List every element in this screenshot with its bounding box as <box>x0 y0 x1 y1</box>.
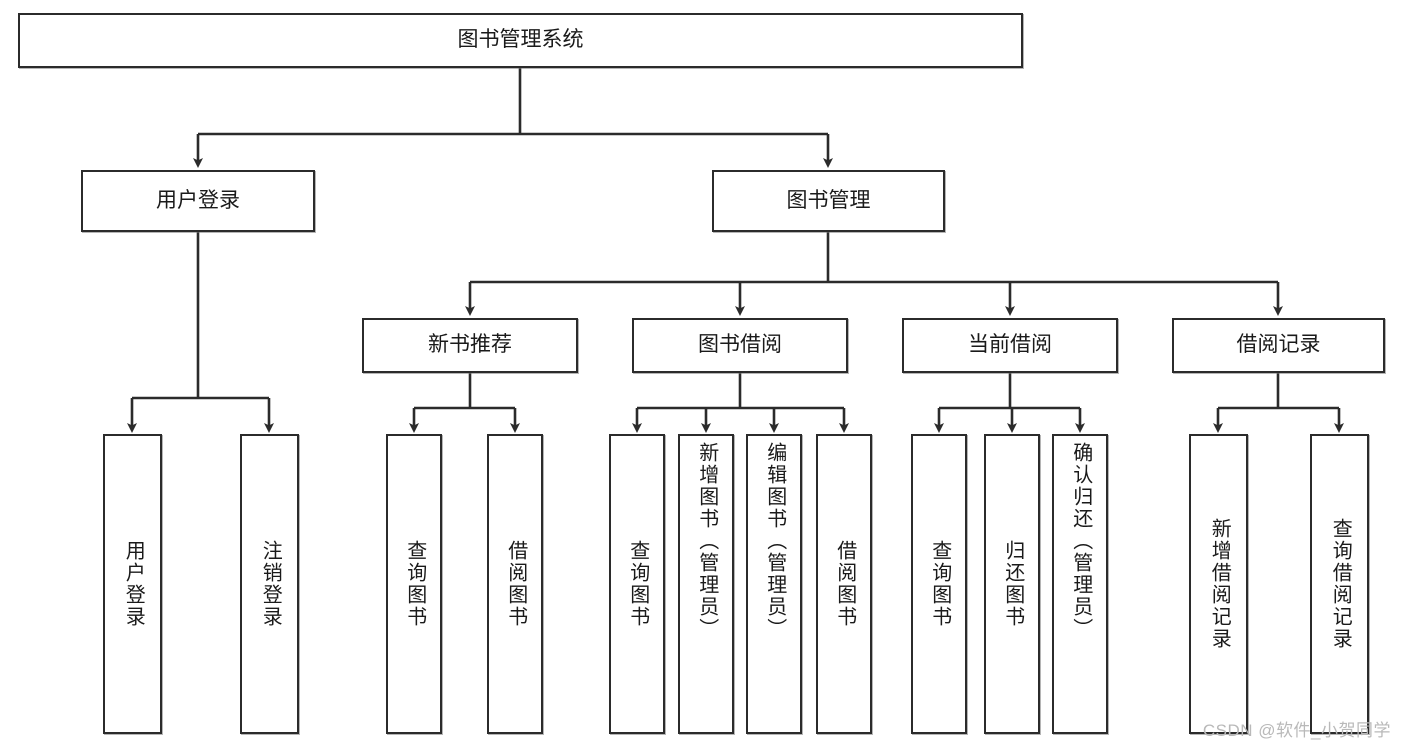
connectors <box>127 68 1344 433</box>
leaf-query-book-recommend[interactable]: 查询图书 <box>386 434 442 734</box>
leaf-query-book-current-label: 查询图书 <box>928 540 951 628</box>
leaf-user-login[interactable]: 用户登录 <box>103 434 162 734</box>
leaf-borrow-book[interactable]: 借阅图书 <box>816 434 872 734</box>
node-current-borrow-label: 当前借阅 <box>968 333 1052 357</box>
leaf-query-book-borrow[interactable]: 查询图书 <box>609 434 665 734</box>
leaf-edit-book-admin-label: 编辑图书（管理员） <box>763 442 786 640</box>
leaf-return-book-label: 归还图书 <box>1001 540 1024 628</box>
node-borrow-record-label: 借阅记录 <box>1236 333 1321 357</box>
leaf-query-book-borrow-label: 查询图书 <box>626 540 649 628</box>
node-user-login-label: 用户登录 <box>156 188 240 212</box>
leaf-query-book-recommend-label: 查询图书 <box>403 540 426 628</box>
node-root-label: 图书管理系统 <box>457 28 584 52</box>
leaf-add-borrow-record-label: 新增借阅记录 <box>1208 518 1231 650</box>
leaf-add-borrow-record[interactable]: 新增借阅记录 <box>1189 434 1248 734</box>
node-root[interactable]: 图书管理系统 <box>18 13 1023 68</box>
leaf-query-book-current[interactable]: 查询图书 <box>911 434 967 734</box>
node-current-borrow[interactable]: 当前借阅 <box>902 318 1118 373</box>
leaf-query-borrow-record[interactable]: 查询借阅记录 <box>1310 434 1369 734</box>
leaf-add-book-admin[interactable]: 新增图书（管理员） <box>678 434 734 734</box>
leaf-user-login-label: 用户登录 <box>122 540 145 628</box>
node-book-borrow-label: 图书借阅 <box>698 333 782 357</box>
watermark: CSDN @软件_小贺同学 <box>1202 721 1391 740</box>
node-book-management[interactable]: 图书管理 <box>712 170 945 232</box>
leaf-edit-book-admin[interactable]: 编辑图书（管理员） <box>746 434 802 734</box>
leaf-confirm-return-admin-label: 确认归还（管理员） <box>1069 442 1092 640</box>
node-new-book-recommend-label: 新书推荐 <box>428 333 512 357</box>
leaf-user-logout[interactable]: 注销登录 <box>240 434 299 734</box>
node-user-login[interactable]: 用户登录 <box>81 170 315 232</box>
node-new-book-recommend[interactable]: 新书推荐 <box>362 318 578 373</box>
leaf-query-borrow-record-label: 查询借阅记录 <box>1329 518 1352 650</box>
leaf-user-logout-label: 注销登录 <box>259 540 282 628</box>
leaf-borrow-book-recommend-label: 借阅图书 <box>504 540 527 628</box>
leaf-confirm-return-admin[interactable]: 确认归还（管理员） <box>1052 434 1108 734</box>
leaf-add-book-admin-label: 新增图书（管理员） <box>695 442 718 640</box>
node-book-management-label: 图书管理 <box>786 188 871 212</box>
node-book-borrow[interactable]: 图书借阅 <box>632 318 848 373</box>
node-borrow-record[interactable]: 借阅记录 <box>1172 318 1385 373</box>
leaf-borrow-book-recommend[interactable]: 借阅图书 <box>487 434 543 734</box>
leaf-return-book[interactable]: 归还图书 <box>984 434 1040 734</box>
leaf-borrow-book-label: 借阅图书 <box>833 540 856 628</box>
